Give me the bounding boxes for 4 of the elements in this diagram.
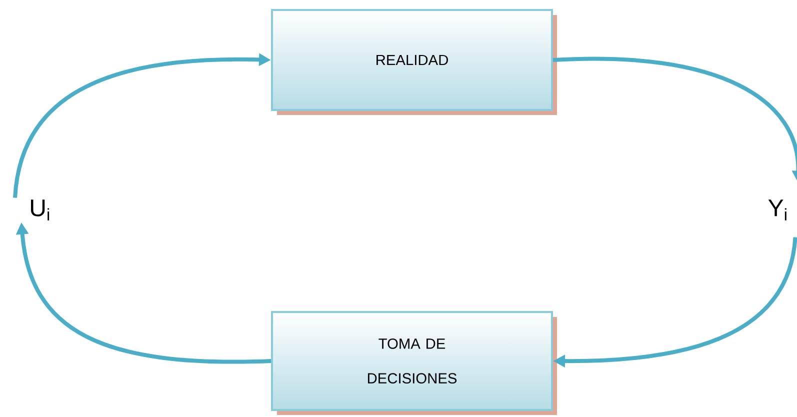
process-box: TOMA DE DECISIONES: [271, 311, 557, 415]
signal-label: Y$_{i}$: [768, 200, 786, 220]
signal-label: U$_{i}$: [31, 200, 50, 220]
process-box: REALIDAD: [271, 9, 557, 115]
